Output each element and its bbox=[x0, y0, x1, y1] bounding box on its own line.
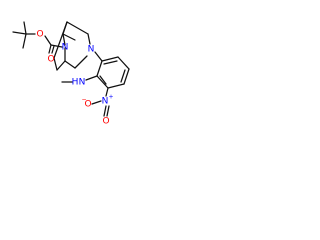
bridge-nitrogen-label: N bbox=[62, 43, 69, 53]
bond-ring-5 bbox=[96, 75, 109, 89]
amine-nitrogen-label: N bbox=[79, 78, 86, 88]
bond-ring-4 bbox=[107, 83, 125, 89]
bond-ring-1-inner bbox=[103, 60, 118, 65]
molecule-canvas: O O N N H N N + O − O bbox=[0, 0, 152, 152]
bond-nitro-oxygen-bottom-double bbox=[106, 105, 110, 117]
bond-ring-n-upper bbox=[87, 33, 91, 45]
carbonyl-oxygen-label: O bbox=[47, 55, 54, 65]
bond-tbutyl-methyl-2 bbox=[23, 21, 27, 35]
bond-upper-bridgehead-right bbox=[62, 33, 76, 41]
nitro-oxygen-left-label: O bbox=[84, 100, 91, 110]
bond-ring-2 bbox=[117, 56, 130, 70]
bond-n-aryl bbox=[94, 51, 103, 62]
bond-aryl-to-amine bbox=[85, 75, 98, 81]
bond-bridge-n-upper bbox=[62, 33, 66, 46]
bond-carbonyl-double-b bbox=[51, 45, 55, 54]
bond-ring-6 bbox=[96, 60, 103, 77]
bond-carbonyl-double-a bbox=[48, 44, 52, 54]
bond-ring-5-inner bbox=[99, 75, 107, 85]
bond-ring-3 bbox=[123, 68, 130, 85]
nitro-plus-label: + bbox=[108, 94, 113, 101]
ring-nitrogen-label: N bbox=[88, 45, 95, 55]
bond-aryl-to-nitro bbox=[105, 87, 109, 97]
structure-diagram: O O N N H N N + O − O bbox=[12, 21, 130, 127]
bond-lower-bridgehead-right bbox=[64, 60, 76, 69]
ester-oxygen-label: O bbox=[36, 30, 43, 40]
amine-hydrogen-label: H bbox=[72, 78, 79, 88]
bond-top-to-ring-n bbox=[66, 21, 89, 35]
bond-tbutyl-methyl-1 bbox=[12, 31, 27, 35]
nitro-oxygen-bottom-label: O bbox=[102, 117, 109, 127]
bond-nitro-oxygen-left bbox=[91, 100, 102, 105]
bond-lower-bridgehead-left bbox=[56, 60, 66, 71]
bond-left-bridge-2 bbox=[53, 21, 68, 59]
nitro-minus-label: − bbox=[81, 97, 86, 104]
bond-carbamate-nitrogen bbox=[50, 44, 63, 48]
nitro-nitrogen-label: N bbox=[102, 97, 109, 107]
bond-ring-1 bbox=[101, 56, 119, 62]
bond-tbutyl-methyl-3 bbox=[22, 33, 27, 49]
bond-lower-to-ring-n bbox=[74, 55, 88, 69]
bond-ester-oxygen-carbon bbox=[44, 35, 52, 46]
bond-nitro-oxygen-bottom bbox=[103, 105, 107, 117]
bond-ring-3-inner bbox=[120, 69, 126, 83]
bond-left-bridge-1 bbox=[53, 57, 58, 71]
